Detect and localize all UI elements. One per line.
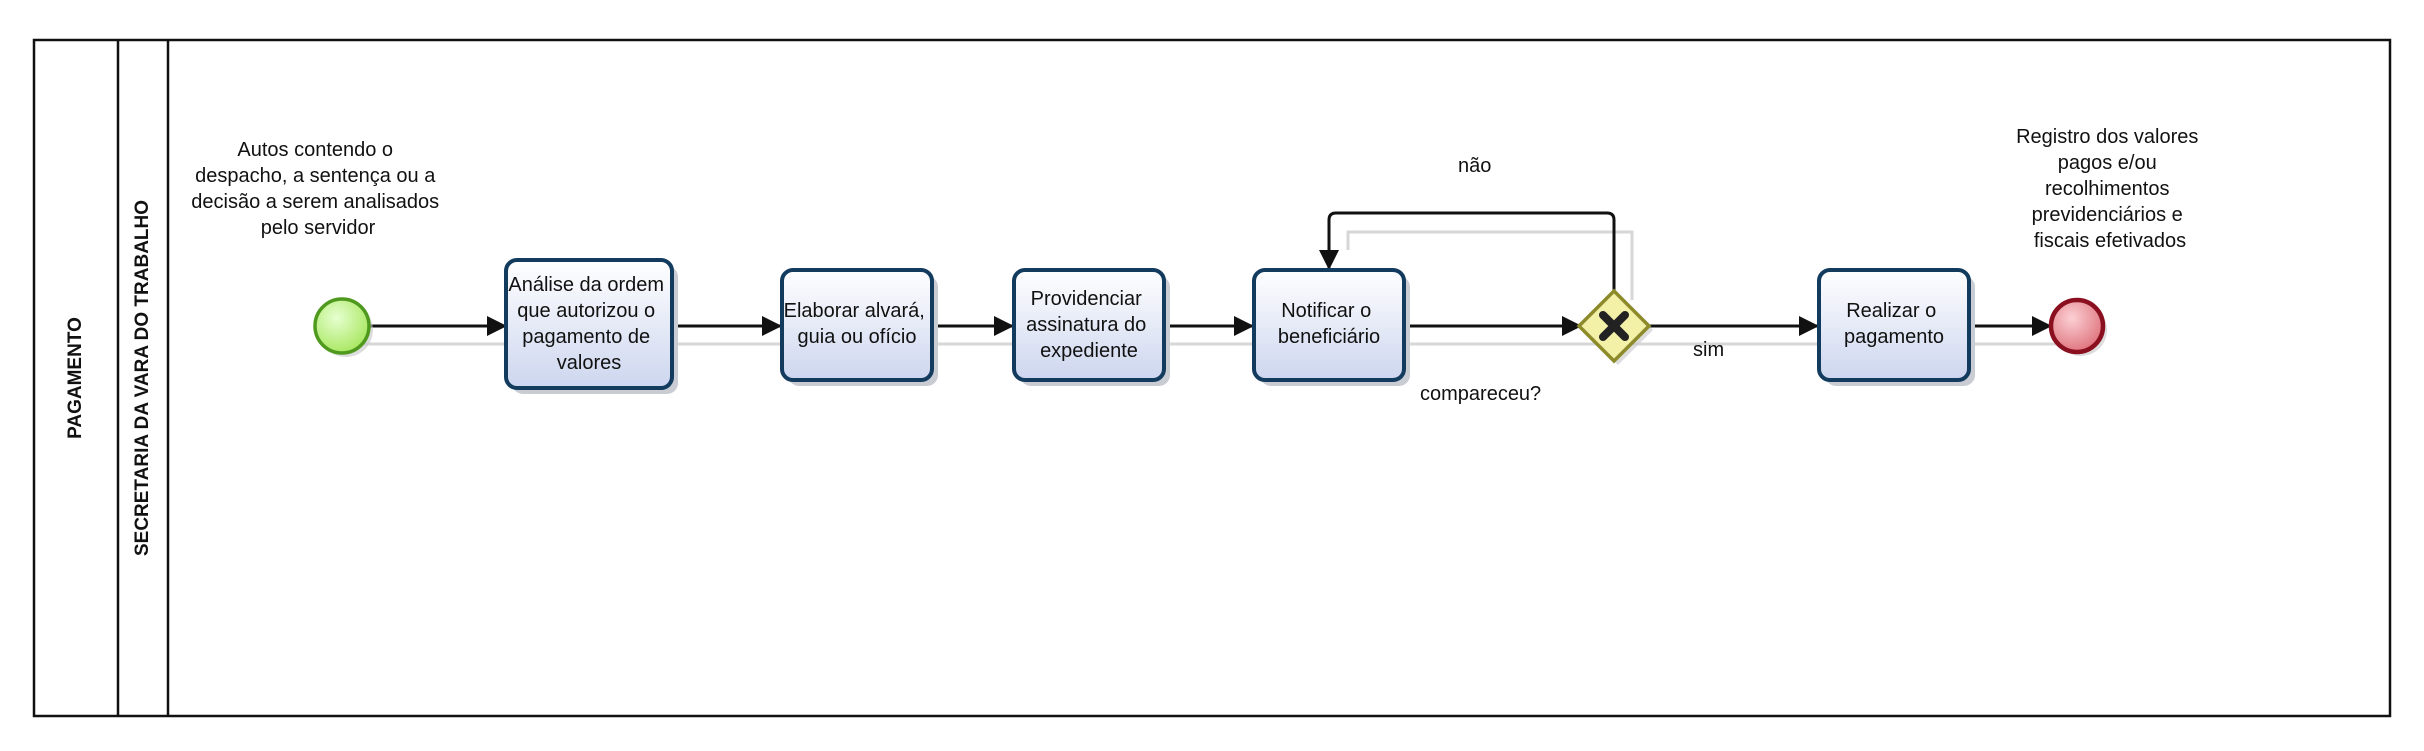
shadow-loop-line xyxy=(1346,230,1634,300)
pool: PAGAMENTO SECRETARIA DA VARA DO TRABALHO xyxy=(32,38,2392,718)
svg-text:Realizar o pagamento: Realizar o pagamento xyxy=(1844,300,1944,348)
task-providenciar[interactable]: Providenciar assinatura do expediente xyxy=(1012,268,1170,386)
task-realizar[interactable]: Realizar o pagamento xyxy=(1817,268,1975,386)
svg-text:Elaborar alvará, guia ou: Elaborar alvará, guia ou ofício xyxy=(784,300,931,348)
flow-gateway-no-loop xyxy=(1319,211,1616,294)
sequence-flows xyxy=(368,211,2052,336)
task-notificar[interactable]: Notificar o beneficiário xyxy=(1252,268,1410,386)
pool-label: PAGAMENTO xyxy=(65,317,86,439)
start-event-label: Autos contendo o despacho, a sentença ou… xyxy=(191,139,444,239)
gateway-yes-label: sim xyxy=(1693,339,1724,361)
gateway-question-label: compareceu? xyxy=(1420,383,1541,405)
svg-text:Análise da ordem que aut: Análise da ordem que autorizou o pagamen… xyxy=(508,274,669,374)
gateway-no-label: não xyxy=(1458,155,1491,177)
lane-label: SECRETARIA DA VARA DO TRABALHO xyxy=(132,200,153,556)
svg-text:Providenciar assinatura: Providenciar assinatura do expediente xyxy=(1026,288,1152,362)
end-event xyxy=(2048,297,2107,356)
task-analise[interactable]: Análise da ordem que autorizou o pagamen… xyxy=(504,258,678,394)
end-event-label: Registro dos valores pagos e/ou recolhim… xyxy=(2016,126,2204,252)
start-event xyxy=(313,297,373,357)
gateway-x-icon xyxy=(1599,311,1629,341)
svg-text:Notificar o beneficiário: Notificar o beneficiário xyxy=(1278,300,1380,348)
exclusive-gateway xyxy=(1576,288,1653,365)
task-elaborar[interactable]: Elaborar alvará, guia ou ofício xyxy=(780,268,938,386)
